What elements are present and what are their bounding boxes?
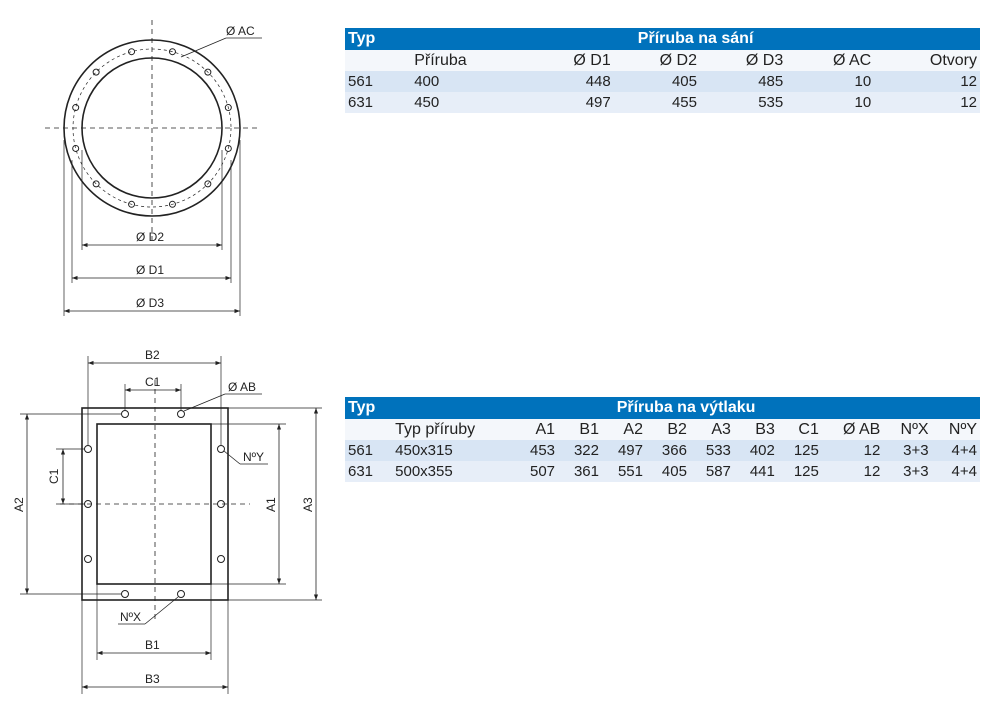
cell: A2 [602, 419, 646, 440]
bolt-hole [128, 200, 136, 208]
label-d2: Ø D2 [136, 230, 164, 244]
bolt-hole [224, 104, 232, 112]
cell: 366 [645, 440, 690, 461]
cell: 453 [514, 440, 559, 461]
cell: B2 [645, 419, 690, 440]
label-a3: A3 [301, 497, 315, 512]
cell: 450x315 [392, 440, 515, 461]
column-header: Ø D2 [613, 50, 700, 71]
label-b1: B1 [145, 638, 160, 652]
label-b2: B2 [145, 348, 160, 362]
circular-flange-drawing [45, 20, 262, 316]
typ-header: Typ [345, 397, 393, 419]
cell: 4+4 [931, 461, 980, 482]
column-header: Ø D1 [527, 50, 614, 71]
bolt-hole [128, 48, 136, 56]
column-header: Ø AC [786, 50, 875, 71]
cell: 12 [821, 461, 884, 482]
rectangular-flange-drawing [20, 356, 322, 694]
cell: A3 [689, 419, 734, 440]
cell: C1 [777, 419, 822, 440]
cell: 535 [699, 92, 787, 113]
bolt-hole [92, 180, 100, 188]
column-header: Ø D3 [699, 50, 787, 71]
table-title: Příruba na výtlaku [392, 397, 980, 419]
cell: 455 [613, 92, 700, 113]
bolt-hole [224, 144, 232, 152]
bolt-hole [204, 68, 212, 76]
bolt-hole [204, 180, 212, 188]
label-d3: Ø D3 [136, 296, 164, 310]
cell: 497 [602, 440, 646, 461]
cell: 561 [345, 71, 412, 92]
cell: 400 [411, 71, 528, 92]
label-c1-side: C1 [47, 468, 61, 484]
cell: 12 [821, 440, 884, 461]
flange-drawings: Ø AC Ø D2 Ø D1 Ø D3 [12, 20, 322, 694]
cell: 3+3 [883, 461, 932, 482]
table-row: 631 450 497 455 535 10 12 [345, 92, 980, 113]
bolt-hole [72, 104, 80, 112]
cell: NºY [931, 419, 980, 440]
cell: 631 [345, 461, 393, 482]
cell: 402 [733, 440, 778, 461]
cell: 3+3 [883, 440, 932, 461]
cell: 561 [345, 440, 393, 461]
cell: Ø AB [821, 419, 884, 440]
cell: 441 [733, 461, 778, 482]
cell: 405 [613, 71, 700, 92]
bolt-hole [168, 48, 176, 56]
cell: 533 [689, 440, 734, 461]
cell: 551 [602, 461, 646, 482]
bolt-hole [168, 200, 176, 208]
label-b3: B3 [145, 672, 160, 686]
label-ny: NºY [243, 450, 264, 464]
cell: 448 [527, 71, 614, 92]
cell [345, 419, 393, 440]
cell: 322 [558, 440, 602, 461]
cell: 4+4 [931, 440, 980, 461]
cell: 125 [777, 440, 822, 461]
suction-flange-table: Typ Příruba na sání Příruba Ø D1 Ø D2 Ø … [345, 28, 980, 113]
typ-header: Typ [345, 28, 412, 50]
cell: 507 [514, 461, 559, 482]
cell: 125 [777, 461, 822, 482]
table-row: 561 400 448 405 485 10 12 [345, 71, 980, 92]
cell: B1 [558, 419, 602, 440]
label-d1: Ø D1 [136, 263, 164, 277]
cell: 450 [411, 92, 528, 113]
cell: 12 [874, 92, 980, 113]
cell: 500x355 [392, 461, 515, 482]
bolt-hole [72, 144, 80, 152]
cell: 361 [558, 461, 602, 482]
cell: 10 [786, 92, 875, 113]
cell: NºX [883, 419, 932, 440]
cell: 405 [645, 461, 690, 482]
cell: 497 [527, 92, 614, 113]
cell: 587 [689, 461, 734, 482]
label-ab: Ø AB [228, 380, 256, 394]
column-header: Příruba [411, 50, 528, 71]
table-title: Příruba na sání [411, 28, 980, 50]
label-nx: NºX [120, 610, 141, 624]
bolt-hole [92, 68, 100, 76]
label-a1: A1 [264, 497, 278, 512]
cell: A1 [514, 419, 559, 440]
cell: 631 [345, 92, 412, 113]
cell: B3 [733, 419, 778, 440]
label-ac: Ø AC [226, 24, 255, 38]
label-c1-top: C1 [145, 375, 161, 389]
cell: 10 [786, 71, 875, 92]
cell: 12 [874, 71, 980, 92]
label-a2: A2 [12, 497, 26, 512]
cell: 485 [699, 71, 787, 92]
column-header: Otvory [874, 50, 980, 71]
cell: Typ příruby [392, 419, 515, 440]
